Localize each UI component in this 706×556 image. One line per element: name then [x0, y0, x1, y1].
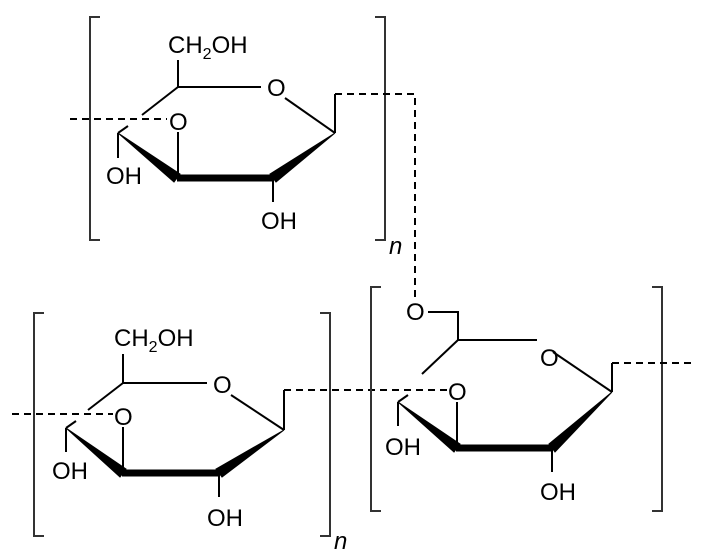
- c5-c4-bond: [421, 339, 459, 375]
- c5-c4-bond: [87, 382, 124, 411]
- bottom-right-branch-unit: O O O OH OH: [370, 286, 692, 512]
- top-repeating-unit: n CH2OH O O OH OH: [70, 16, 416, 300]
- c4-o-bond: [117, 125, 129, 134]
- branch-linkage: [335, 93, 416, 300]
- repeat-index: n: [389, 233, 402, 260]
- wedge-bond-right: [215, 429, 285, 478]
- bottom-left-repeating-unit: n CH2OH O O OH OH: [12, 312, 448, 555]
- left-bracket: [33, 312, 44, 537]
- o-c1-bond: [552, 351, 613, 393]
- branch-oxygen: O: [406, 299, 425, 326]
- o-c1-bond: [230, 394, 285, 431]
- hydroxyl-left: OH: [106, 163, 142, 190]
- c5-c4-bond: [141, 86, 179, 116]
- wedge-bond-right: [269, 132, 336, 183]
- hydroxyl-bottom: OH: [207, 505, 243, 532]
- c4-o-bond: [397, 394, 409, 403]
- left-bracket: [370, 286, 381, 512]
- wedge-bond-right: [548, 391, 613, 453]
- c4-o-bond: [65, 420, 77, 429]
- ring-oxygen: O: [540, 345, 559, 372]
- c6-bond: [428, 311, 459, 340]
- hydroxyl-left: OH: [52, 458, 88, 485]
- right-bracket: [652, 286, 663, 512]
- o-c1-bond: [284, 97, 336, 134]
- right-bracket: [320, 312, 331, 537]
- ch2oh-label: CH2OH: [168, 32, 248, 63]
- hydroxyl-bottom: OH: [261, 208, 297, 235]
- hydroxyl-bottom: OH: [540, 479, 576, 506]
- glycosidic-oxygen: O: [114, 404, 133, 431]
- ring-oxygen: O: [213, 372, 232, 399]
- ch2oh-label: CH2OH: [114, 325, 194, 356]
- right-bracket: [375, 16, 386, 241]
- left-bracket: [89, 16, 100, 241]
- ring-oxygen: O: [267, 75, 286, 102]
- glycosidic-oxygen: O: [169, 109, 188, 136]
- repeat-index: n: [334, 528, 347, 555]
- hydroxyl-left: OH: [385, 434, 421, 461]
- glycosidic-oxygen: O: [448, 379, 467, 406]
